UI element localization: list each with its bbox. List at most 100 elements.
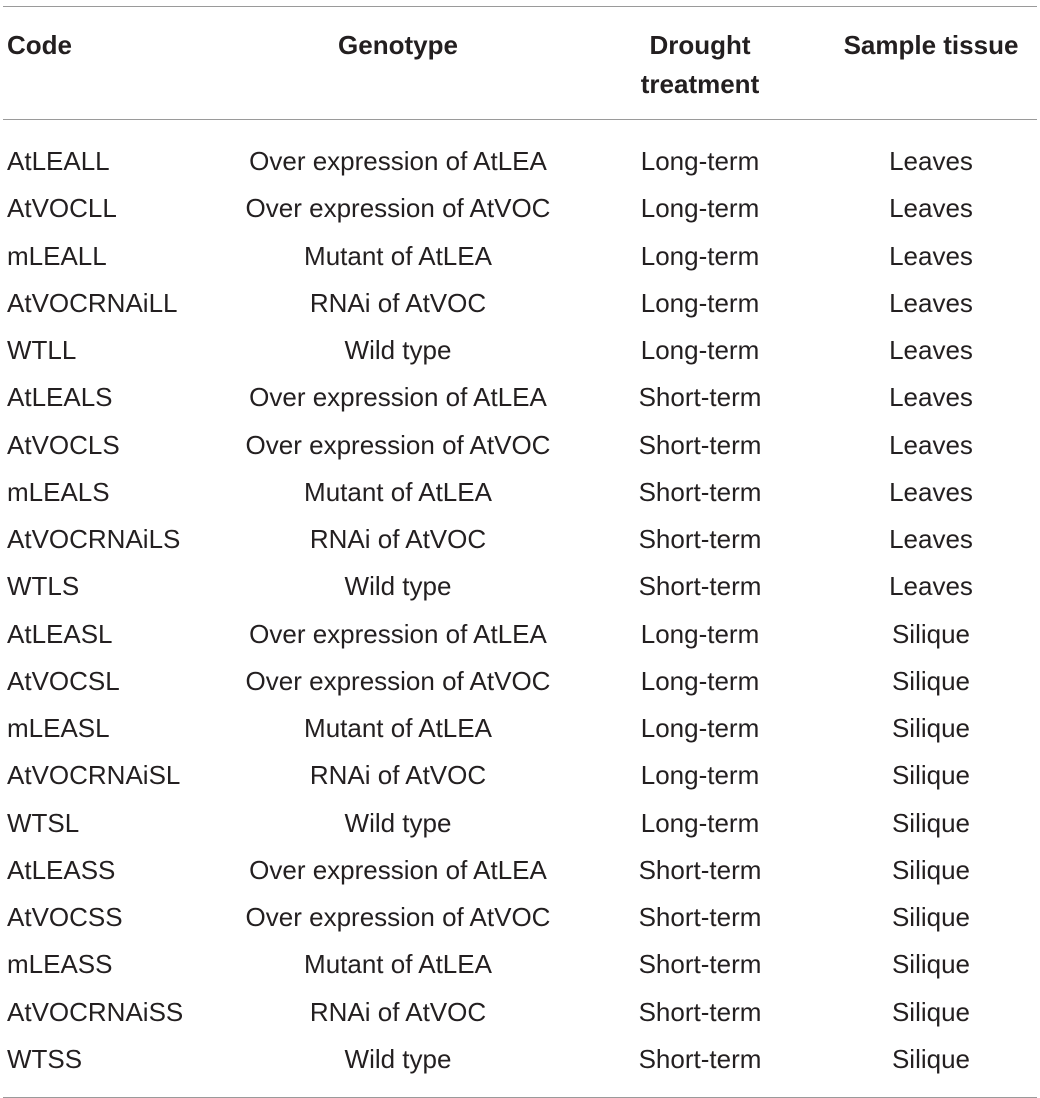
- cell-genotype: Mutant of AtLEA: [304, 476, 492, 507]
- cell-genotype: RNAi of AtVOC: [309, 524, 487, 554]
- cell-code: AtVOCRNAiLL: [7, 287, 178, 318]
- cell-code: AtVOCLL: [7, 193, 117, 224]
- cell-drought-treatment: Long-term: [640, 807, 760, 838]
- cell-genotype: Over expression of AtLEA: [249, 382, 547, 413]
- cell-genotype: Over expression of AtLEA: [249, 146, 547, 176]
- cell-code: WTLL: [7, 335, 77, 365]
- table-body: AtLEALL Over expression of AtLEA Long-term…: [3, 120, 1037, 1097]
- cell-sample-tissue: Silique: [891, 807, 971, 838]
- table-row: AtVOCSL Over expression of AtVOC Long-term…: [3, 658, 1037, 705]
- cell-sample-tissue: Leaves: [889, 382, 973, 413]
- cell-code: mLEASS: [7, 949, 113, 980]
- cell-sample-tissue: Silique: [891, 618, 971, 649]
- table-row: mLEALS Mutant of AtLEA Short-term Leaves: [3, 469, 1037, 516]
- cell-genotype: Over expression of AtLEA: [249, 618, 547, 649]
- cell-genotype: Over expression of AtVOC: [245, 193, 551, 224]
- data-table-body: AtLEALL Over expression of AtLEA Long-term…: [3, 120, 1037, 1097]
- cell-sample-tissue: Leaves: [889, 193, 973, 224]
- cell-genotype: Over expression of AtVOC: [245, 665, 551, 696]
- cell-sample-tissue: Leaves: [889, 476, 973, 507]
- header-code: Code: [7, 30, 72, 60]
- cell-drought-treatment: Short-term: [638, 949, 762, 980]
- cell-drought-treatment: Long-term: [640, 240, 760, 271]
- cell-code: mLEASL: [7, 713, 110, 743]
- cell-drought-treatment: Long-term: [640, 146, 760, 176]
- cell-sample-tissue: Leaves: [889, 335, 973, 365]
- cell-genotype: RNAi of AtVOC: [309, 287, 487, 318]
- header-sample-tissue: Sample tissue: [843, 30, 1019, 60]
- cell-genotype: RNAi of AtVOC: [309, 996, 487, 1027]
- table-row: AtVOCRNAiLL RNAi of AtVOC Long-term Leaves: [3, 280, 1037, 327]
- cell-drought-treatment: Short-term: [638, 902, 762, 932]
- cell-drought-treatment: Long-term: [640, 760, 760, 791]
- header-drought-line1: Drought: [649, 30, 751, 60]
- cell-genotype: Wild type: [344, 335, 452, 365]
- cell-drought-treatment: Long-term: [640, 193, 760, 224]
- cell-sample-tissue: Silique: [891, 760, 971, 791]
- cell-sample-tissue: Silique: [891, 854, 971, 885]
- cell-genotype: Wild type: [344, 571, 452, 602]
- header-drought-treatment: Drought treatment: [575, 7, 825, 119]
- cell-sample-tissue: Silique: [891, 665, 971, 696]
- cell-code: WTSS: [7, 1043, 83, 1074]
- cell-sample-tissue: Silique: [891, 713, 971, 743]
- cell-drought-treatment: Short-term: [638, 854, 762, 885]
- cell-code: mLEALL: [7, 240, 107, 271]
- header-genotype: Genotype: [338, 30, 458, 60]
- cell-code: AtVOCSL: [7, 665, 120, 696]
- cell-genotype: Wild type: [344, 1043, 452, 1074]
- cell-code: WTSL: [7, 807, 80, 838]
- cell-code: AtVOCLS: [7, 429, 120, 460]
- cell-code: mLEALS: [7, 476, 110, 507]
- cell-sample-tissue: Leaves: [889, 524, 973, 554]
- table-row: AtVOCRNAiSL RNAi of AtVOC Long-term Silique: [3, 752, 1037, 799]
- table-row: AtVOCLL Over expression of AtVOC Long-term…: [3, 185, 1037, 232]
- cell-code: AtLEALL: [7, 146, 110, 176]
- cell-sample-tissue: Silique: [891, 996, 971, 1027]
- data-table: Code Genotype Drought treatment Sample t…: [3, 7, 1037, 119]
- cell-code: AtLEASL: [7, 618, 113, 649]
- cell-genotype: Mutant of AtLEA: [304, 240, 492, 271]
- cell-code: AtLEALS: [7, 382, 113, 413]
- cell-drought-treatment: Long-term: [640, 713, 760, 743]
- table-row: mLEALL Mutant of AtLEA Long-term Leaves: [3, 233, 1037, 280]
- cell-drought-treatment: Short-term: [638, 476, 762, 507]
- cell-drought-treatment: Short-term: [638, 382, 762, 413]
- cell-drought-treatment: Long-term: [640, 665, 760, 696]
- cell-drought-treatment: Short-term: [638, 571, 762, 602]
- cell-drought-treatment: Short-term: [638, 1043, 762, 1074]
- cell-genotype: RNAi of AtVOC: [309, 760, 487, 791]
- cell-code: AtVOCRNAiLS: [7, 524, 181, 554]
- table-row: AtLEALL Over expression of AtLEA Long-term…: [3, 120, 1037, 185]
- header-drought-line2: treatment: [640, 69, 760, 99]
- cell-sample-tissue: Leaves: [889, 287, 973, 318]
- cell-sample-tissue: Silique: [891, 1043, 971, 1074]
- table-row: mLEASL Mutant of AtLEA Long-term Silique: [3, 705, 1037, 752]
- cell-drought-treatment: Long-term: [640, 287, 760, 318]
- cell-drought-treatment: Short-term: [638, 429, 762, 460]
- data-table-container: Code Genotype Drought treatment Sample t…: [3, 6, 1037, 1098]
- cell-drought-treatment: Long-term: [640, 335, 760, 365]
- cell-sample-tissue: Silique: [891, 949, 971, 980]
- cell-genotype: Over expression of AtLEA: [249, 854, 547, 885]
- cell-sample-tissue: Leaves: [889, 571, 973, 602]
- table-top-rule: [3, 6, 1037, 7]
- cell-genotype: Wild type: [344, 807, 452, 838]
- cell-code: AtVOCSS: [7, 902, 123, 932]
- cell-code: AtVOCRNAiSL: [7, 760, 181, 791]
- cell-sample-tissue: Leaves: [889, 429, 973, 460]
- table-row: WTLL Wild type Long-term Leaves: [3, 327, 1037, 374]
- table-row: WTSS Wild type Short-term Silique: [3, 1036, 1037, 1097]
- header-divider-rule: [3, 119, 1037, 120]
- cell-sample-tissue: Leaves: [889, 240, 973, 271]
- table-row: WTSL Wild type Long-term Silique: [3, 800, 1037, 847]
- cell-code: WTLS: [7, 571, 80, 602]
- cell-genotype: Mutant of AtLEA: [304, 713, 492, 743]
- cell-code: AtVOCRNAiSS: [7, 996, 184, 1027]
